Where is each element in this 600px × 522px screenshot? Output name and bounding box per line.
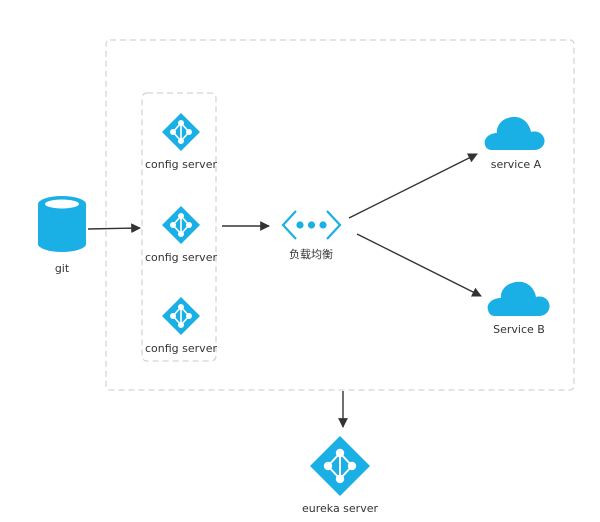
- system-boundary: [105, 39, 575, 391]
- database-icon: [38, 196, 86, 252]
- load-balancer-label: 负载均衡: [289, 247, 333, 261]
- service-a-label: service A: [491, 158, 542, 171]
- cloud-icon: [487, 281, 550, 316]
- load-balancer-icon: [281, 210, 342, 240]
- config-server-label: config server: [145, 342, 217, 355]
- eureka-server-label: eureka server: [302, 502, 379, 515]
- arrow-load-balancer-to-service-b: [356, 233, 482, 297]
- cloud-icon: [484, 116, 545, 150]
- config-server-label: config server: [145, 158, 217, 171]
- config-server-label: config server: [145, 251, 217, 264]
- network-diamond-icon: [162, 297, 200, 335]
- network-diamond-icon: [310, 436, 370, 496]
- network-diamond-icon: [162, 206, 200, 244]
- network-diamond-icon: [162, 113, 200, 151]
- service-b-label: Service B: [493, 323, 545, 336]
- arrow-load-balancer-to-service-a: [348, 153, 478, 219]
- arrow-git-to-config: [87, 223, 141, 234]
- git-label: git: [55, 262, 70, 275]
- config-server-cluster: [141, 92, 217, 362]
